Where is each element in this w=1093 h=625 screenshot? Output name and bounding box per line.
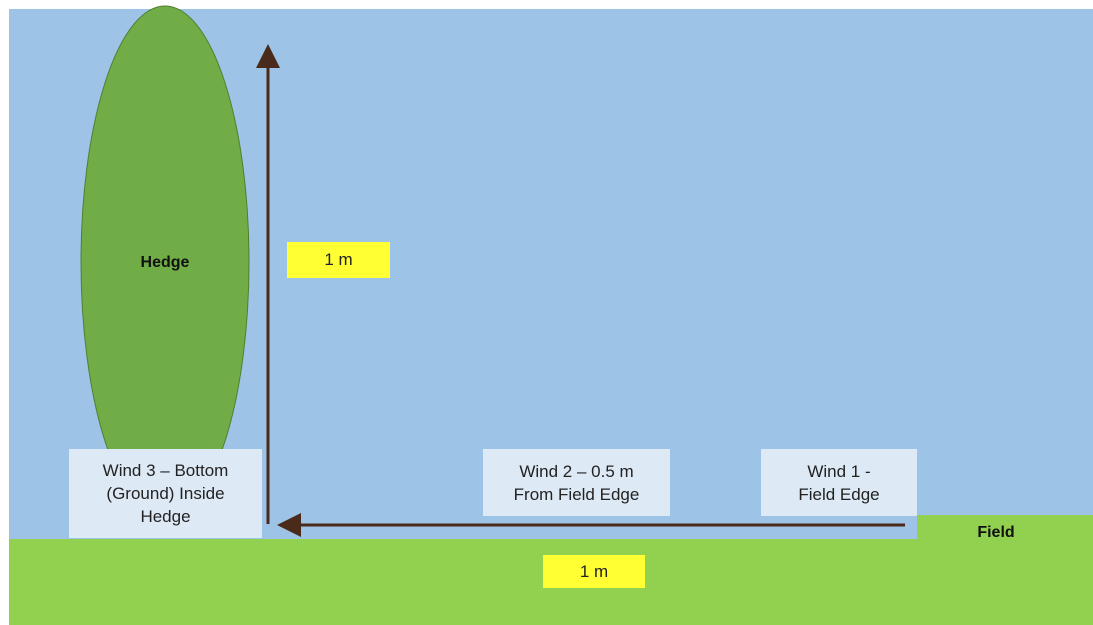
wind-1-label: Wind 1 - Field Edge (761, 449, 917, 516)
vertical-measure-label: 1 m (287, 242, 390, 278)
wind-3-label: Wind 3 – Bottom (Ground) Inside Hedge (69, 449, 262, 538)
horizontal-measure-label: 1 m (543, 555, 645, 588)
wind-2-label: Wind 2 – 0.5 m From Field Edge (483, 449, 670, 516)
field-label: Field (977, 524, 1015, 541)
field-strip (917, 515, 1093, 539)
hedge-label: Hedge (140, 254, 190, 271)
